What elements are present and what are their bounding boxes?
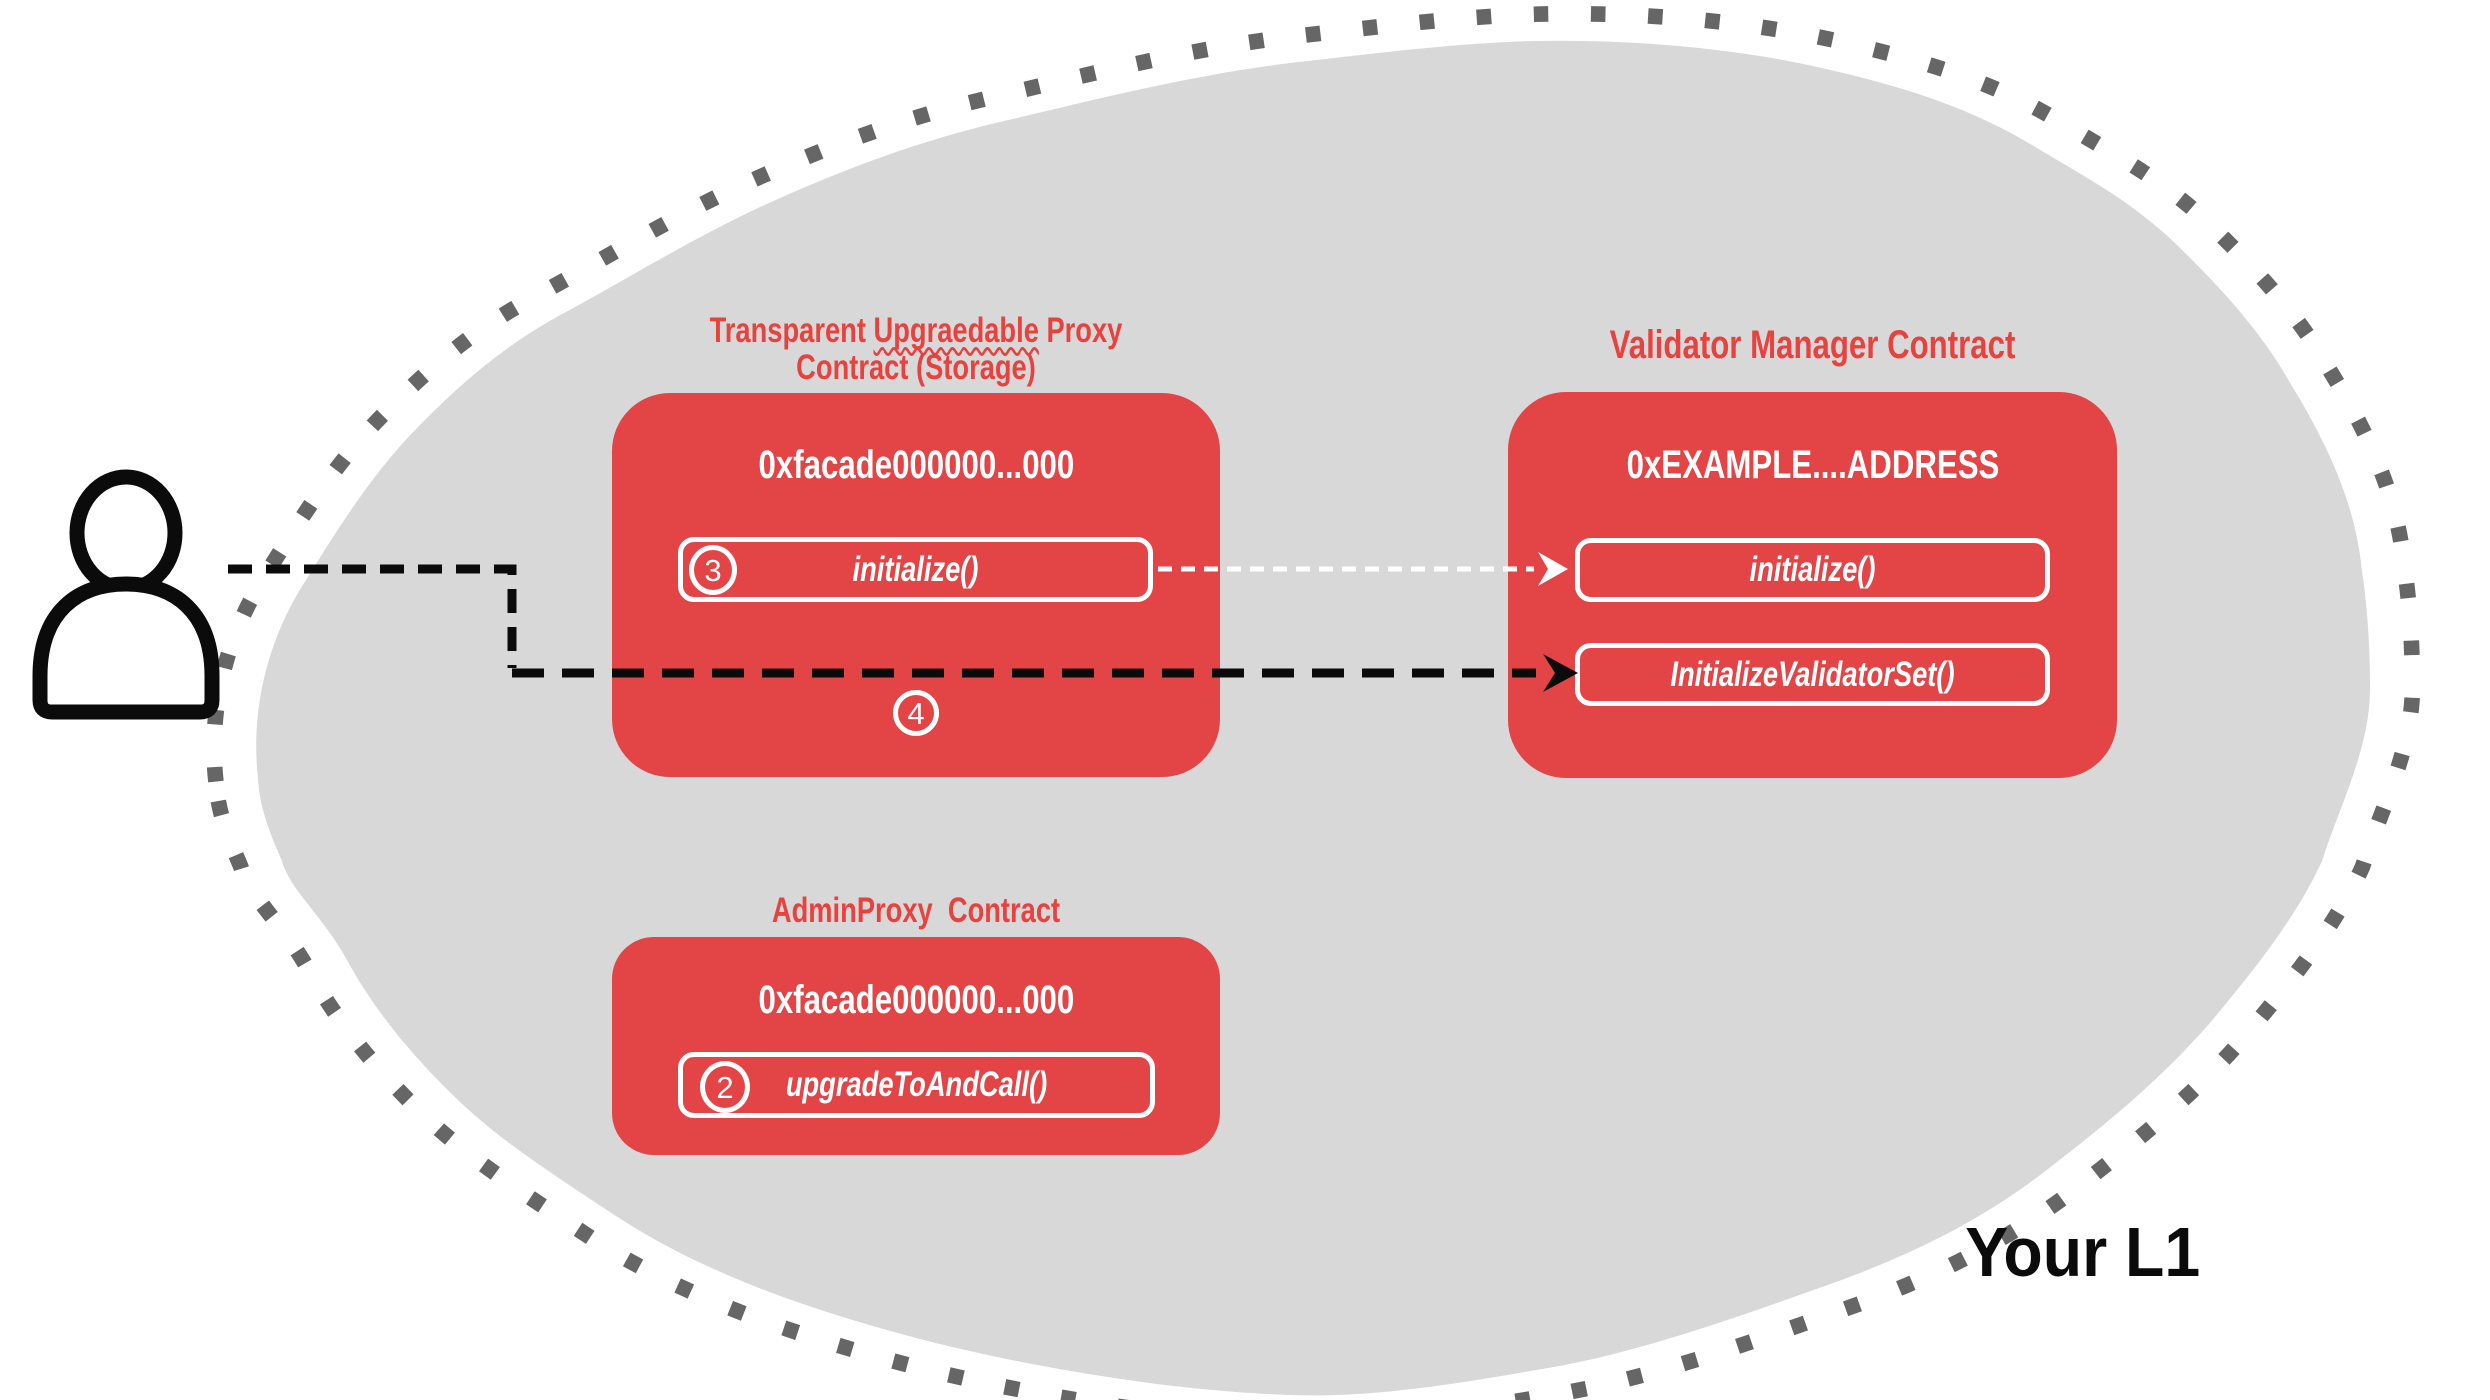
your-l1-label-text: Your L1 [1965, 1213, 2201, 1291]
upgrade-to-and-call-function: 2 upgradeToAndCall() [678, 1052, 1155, 1118]
admin-proxy-address: 0xfacade000000...000 [758, 978, 1074, 1022]
transparent-proxy-title-wavy-word: Upgraedable [873, 311, 1039, 350]
proxy-initialize-function: 3 initialize() [678, 537, 1153, 602]
step-3-number: 3 [704, 552, 722, 588]
transparent-proxy-address: 0xfacade000000...000 [758, 443, 1074, 487]
transparent-proxy-title-part2: Proxy [1046, 311, 1123, 350]
step-2-number: 2 [716, 1069, 734, 1105]
l1-boundary-dots [206, 5, 2421, 1400]
transparent-proxy-title-part1: Transparent [709, 311, 866, 350]
initialize-validator-set-label: InitializeValidatorSet() [1670, 654, 1955, 694]
validator-manager-title: Validator Manager Contract [1508, 325, 2117, 365]
transparent-proxy-title-line2: Contract (Storage) [796, 348, 1036, 387]
validator-manager-contract-box: 0xEXAMPLE....ADDRESS initialize() Initia… [1508, 392, 2117, 778]
admin-proxy-title: AdminProxy Contract [612, 892, 1220, 929]
proxy-initialize-label: initialize() [852, 549, 979, 589]
transparent-proxy-contract-box: 0xfacade000000...000 3 initialize() 4 [612, 393, 1220, 777]
transparent-proxy-title: Transparent Upgraedable Proxy Contract (… [612, 312, 1220, 386]
step-4-badge: 4 [893, 690, 939, 736]
admin-proxy-title-text: AdminProxy Contract [771, 891, 1061, 930]
initialize-validator-set-function: InitializeValidatorSet() [1575, 643, 2050, 706]
step-3-badge: 3 [689, 545, 737, 595]
your-l1-label: Your L1 [1955, 1212, 2210, 1292]
step-2-badge: 2 [700, 1061, 750, 1113]
validator-manager-title-text: Validator Manager Contract [1609, 323, 2016, 367]
step-4-number: 4 [907, 695, 925, 731]
validator-initialize-function: initialize() [1575, 538, 2050, 602]
upgrade-to-and-call-label: upgradeToAndCall() [785, 1065, 1048, 1104]
validator-initialize-label: initialize() [1749, 550, 1876, 589]
admin-proxy-contract-box: 0xfacade000000...000 2 upgradeToAndCall(… [612, 937, 1220, 1155]
validator-manager-address: 0xEXAMPLE....ADDRESS [1626, 443, 1999, 487]
